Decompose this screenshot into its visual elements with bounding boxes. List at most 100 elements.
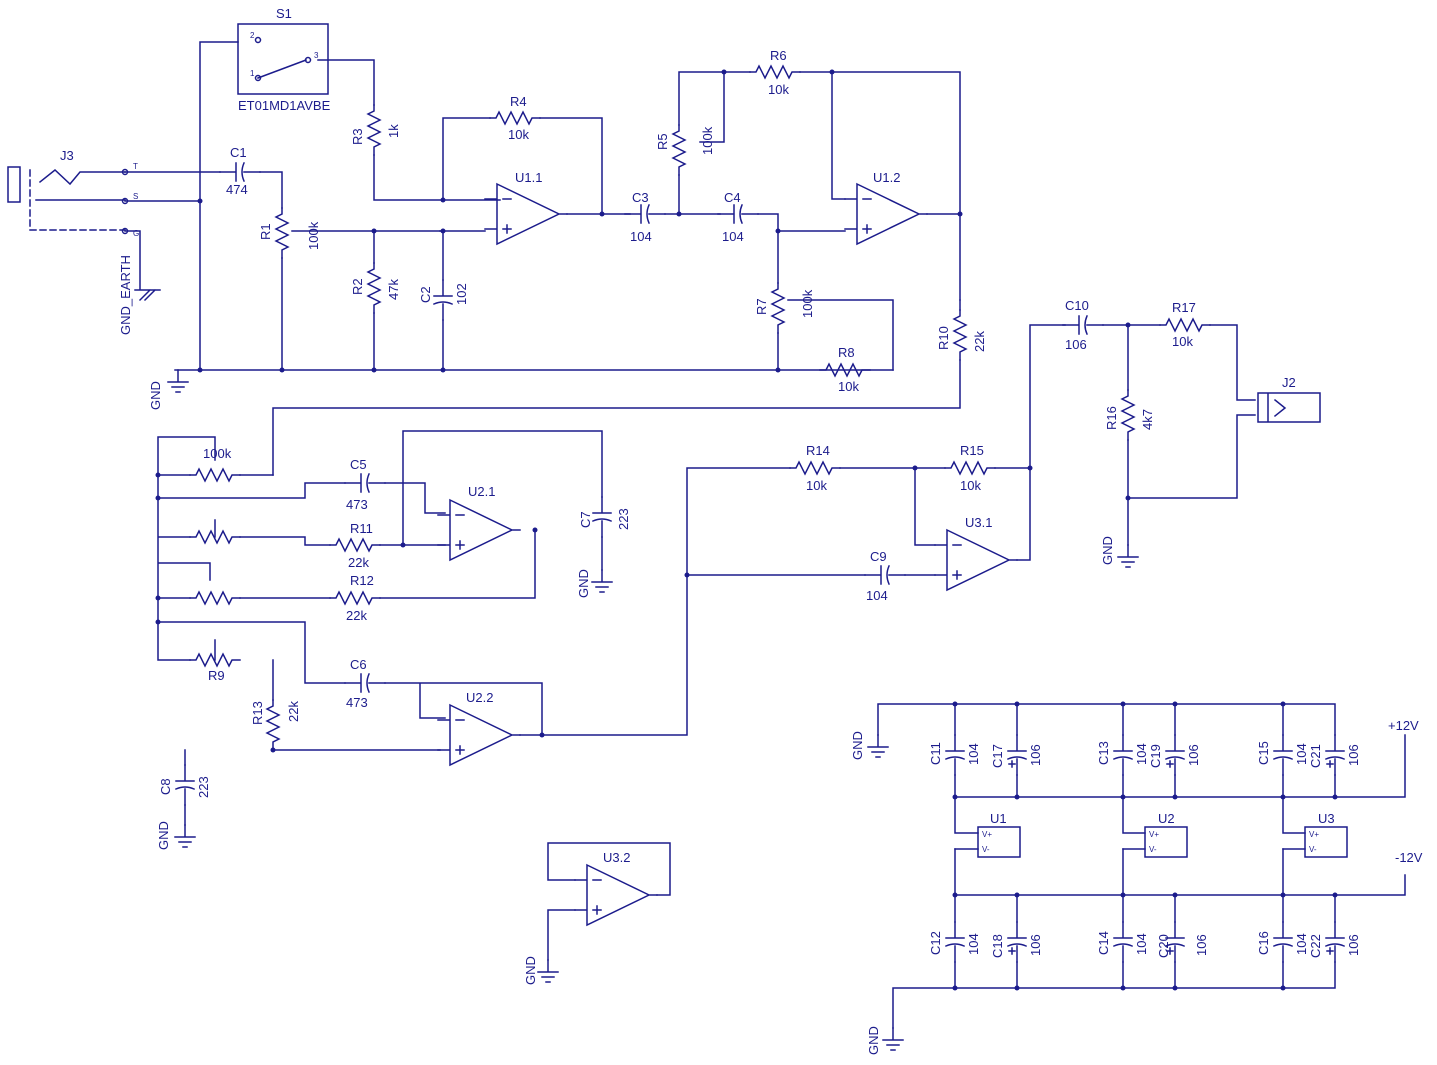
components-u2_1-ref-label: U2.1 bbox=[468, 484, 495, 499]
components-c16-ref-label: C16 bbox=[1256, 931, 1271, 955]
nets-gnd-label: GND bbox=[1100, 536, 1115, 565]
components-r10-value-label: 22k bbox=[972, 331, 987, 352]
components-c5-value-label: 473 bbox=[346, 497, 368, 512]
components-c14-ref-label: C14 bbox=[1096, 931, 1111, 955]
components-c10-value-label: 106 bbox=[1065, 337, 1087, 352]
gnd-earth-label: GND_EARTH bbox=[118, 255, 133, 335]
components-r8-value-label: 10k bbox=[838, 379, 859, 394]
components-j3-pins-0-label: T bbox=[133, 162, 138, 171]
components-r4-value-label: 10k bbox=[508, 127, 529, 142]
components-r12-value-label: 22k bbox=[346, 608, 367, 623]
components-r13-value-label: 22k bbox=[286, 701, 301, 722]
components-c2-value-label: 102 bbox=[454, 283, 469, 305]
components-u2_2-ref-label: U2.2 bbox=[466, 690, 493, 705]
components-c7-ref-label: C7 bbox=[578, 511, 593, 528]
components-j3-pins-1-label: S bbox=[133, 192, 138, 201]
components-u3-vminus-label: V- bbox=[1309, 845, 1317, 854]
components-r2-ref-label: R2 bbox=[350, 278, 365, 295]
nets-gnd-label: GND bbox=[156, 821, 171, 850]
components-u1-vminus-label: V- bbox=[982, 845, 990, 854]
components-r3-value-label: 1k bbox=[386, 124, 401, 138]
components-u2-ref-label: U2 bbox=[1158, 811, 1175, 826]
jack-j2: J2 bbox=[1257, 375, 1321, 423]
components-r6-ref-label: R6 bbox=[770, 48, 787, 63]
nets-gnd-label: GND bbox=[523, 956, 538, 985]
components-s1-pins-0-label: 2 bbox=[250, 31, 255, 40]
components-c20-ref-label: C20 bbox=[1156, 934, 1171, 958]
nets-gnd-label: GND bbox=[866, 1026, 881, 1055]
components-c4-value-label: 104 bbox=[722, 229, 744, 244]
components-c7-value-label: 223 bbox=[616, 508, 631, 530]
components-r6-value-label: 10k bbox=[768, 82, 789, 97]
components-r3-ref-label: R3 bbox=[350, 128, 365, 145]
switch-s1: S1 ET01MD1AVBE 2 1 3 bbox=[237, 6, 331, 113]
components-c16-value-label: 104 bbox=[1294, 933, 1309, 955]
components-c19-ref-label: C19 bbox=[1148, 744, 1163, 768]
components-c3-value-label: 104 bbox=[630, 229, 652, 244]
components-c11-value-label: 104 bbox=[966, 743, 981, 765]
components-u1-vplus-label: V+ bbox=[982, 830, 992, 839]
components-r5-value-label: 100k bbox=[700, 126, 715, 155]
components-r1-ref-label: R1 bbox=[258, 223, 273, 240]
components-c8-ref-label: C8 bbox=[158, 778, 173, 795]
components-c6-ref-label: C6 bbox=[350, 657, 367, 672]
components-u3_2-ref-label: U3.2 bbox=[603, 850, 630, 865]
components-r12-ref-label: R12 bbox=[350, 573, 374, 588]
components-c12-value-label: 104 bbox=[966, 933, 981, 955]
components-c8-value-label: 223 bbox=[196, 776, 211, 798]
components-s1-ref-label: S1 bbox=[276, 6, 292, 21]
components-r14-ref-label: R14 bbox=[806, 443, 830, 458]
components-c21-value-label: 106 bbox=[1346, 744, 1361, 766]
components-s1-pins-1-label: 1 bbox=[250, 69, 255, 78]
components-c21-ref-label: C21 bbox=[1308, 744, 1323, 768]
components-c9-value-label: 104 bbox=[866, 588, 888, 603]
components-r17-ref-label: R17 bbox=[1172, 300, 1196, 315]
components-r1-value-label: 100k bbox=[306, 221, 321, 250]
components-r11-value-label: 22k bbox=[348, 555, 369, 570]
components-r16-ref-label: R16 bbox=[1104, 406, 1119, 430]
components-u3_1-ref-label: U3.1 bbox=[965, 515, 992, 530]
components-c18-ref-label: C18 bbox=[990, 934, 1005, 958]
components-r7-ref-label: R7 bbox=[754, 298, 769, 315]
components-u1_2-ref-label: U1.2 bbox=[873, 170, 900, 185]
components-c13-value-label: 104 bbox=[1134, 743, 1149, 765]
components-r17-value-label: 10k bbox=[1172, 334, 1193, 349]
components-c11-ref-label: C11 bbox=[928, 742, 943, 765]
components-c15-value-label: 104 bbox=[1294, 743, 1309, 765]
components-c22-value-label: 106 bbox=[1346, 934, 1361, 956]
components-j2-ref-label: J2 bbox=[1282, 375, 1296, 390]
components-r2-value-label: 47k bbox=[386, 279, 401, 300]
components-c18-value-label: 106 bbox=[1028, 934, 1043, 956]
components-c10-ref-label: C10 bbox=[1065, 298, 1089, 313]
nets-gnd-label: GND bbox=[148, 381, 163, 410]
nets-gnd-label: GND bbox=[576, 569, 591, 598]
components-c12-ref-label: C12 bbox=[928, 931, 943, 955]
components-c17-value-label: 106 bbox=[1028, 744, 1043, 766]
components-c19-value-label: 106 bbox=[1186, 744, 1201, 766]
j3-label: J3 bbox=[60, 148, 74, 163]
components-c9-ref-label: C9 bbox=[870, 549, 887, 564]
components-u3-vplus-label: V+ bbox=[1309, 830, 1319, 839]
components-r4-ref-label: R4 bbox=[510, 94, 527, 109]
components-c1-ref-label: C1 bbox=[230, 145, 247, 160]
components-r10-ref-label: R10 bbox=[936, 326, 951, 350]
components-u1_1-ref-label: U1.1 bbox=[515, 170, 542, 185]
components-c4-ref-label: C4 bbox=[724, 190, 741, 205]
nets-gnd-label: GND bbox=[850, 731, 865, 760]
components-u3-ref-label: U3 bbox=[1318, 811, 1335, 826]
components-c1-value-label: 474 bbox=[226, 182, 248, 197]
components-r7-value-label: 100k bbox=[800, 289, 815, 318]
nets-vneg-label: -12V bbox=[1395, 850, 1423, 865]
components-u2-vplus-label: V+ bbox=[1149, 830, 1159, 839]
components-s1-part-label: ET01MD1AVBE bbox=[238, 98, 331, 113]
components-r16-value-label: 4k7 bbox=[1140, 409, 1155, 430]
components-u2-vminus-label: V- bbox=[1149, 845, 1157, 854]
components-u1-ref-label: U1 bbox=[990, 811, 1007, 826]
components-r15-ref-label: R15 bbox=[960, 443, 984, 458]
components-c13-ref-label: C13 bbox=[1096, 741, 1111, 765]
r9-value-label: 100k bbox=[203, 446, 232, 461]
components-c22-ref-label: C22 bbox=[1308, 934, 1323, 958]
components-s1-pins-2-label: 3 bbox=[314, 51, 319, 60]
jack-j3: J3 T S G GND_EARTH bbox=[7, 148, 161, 335]
